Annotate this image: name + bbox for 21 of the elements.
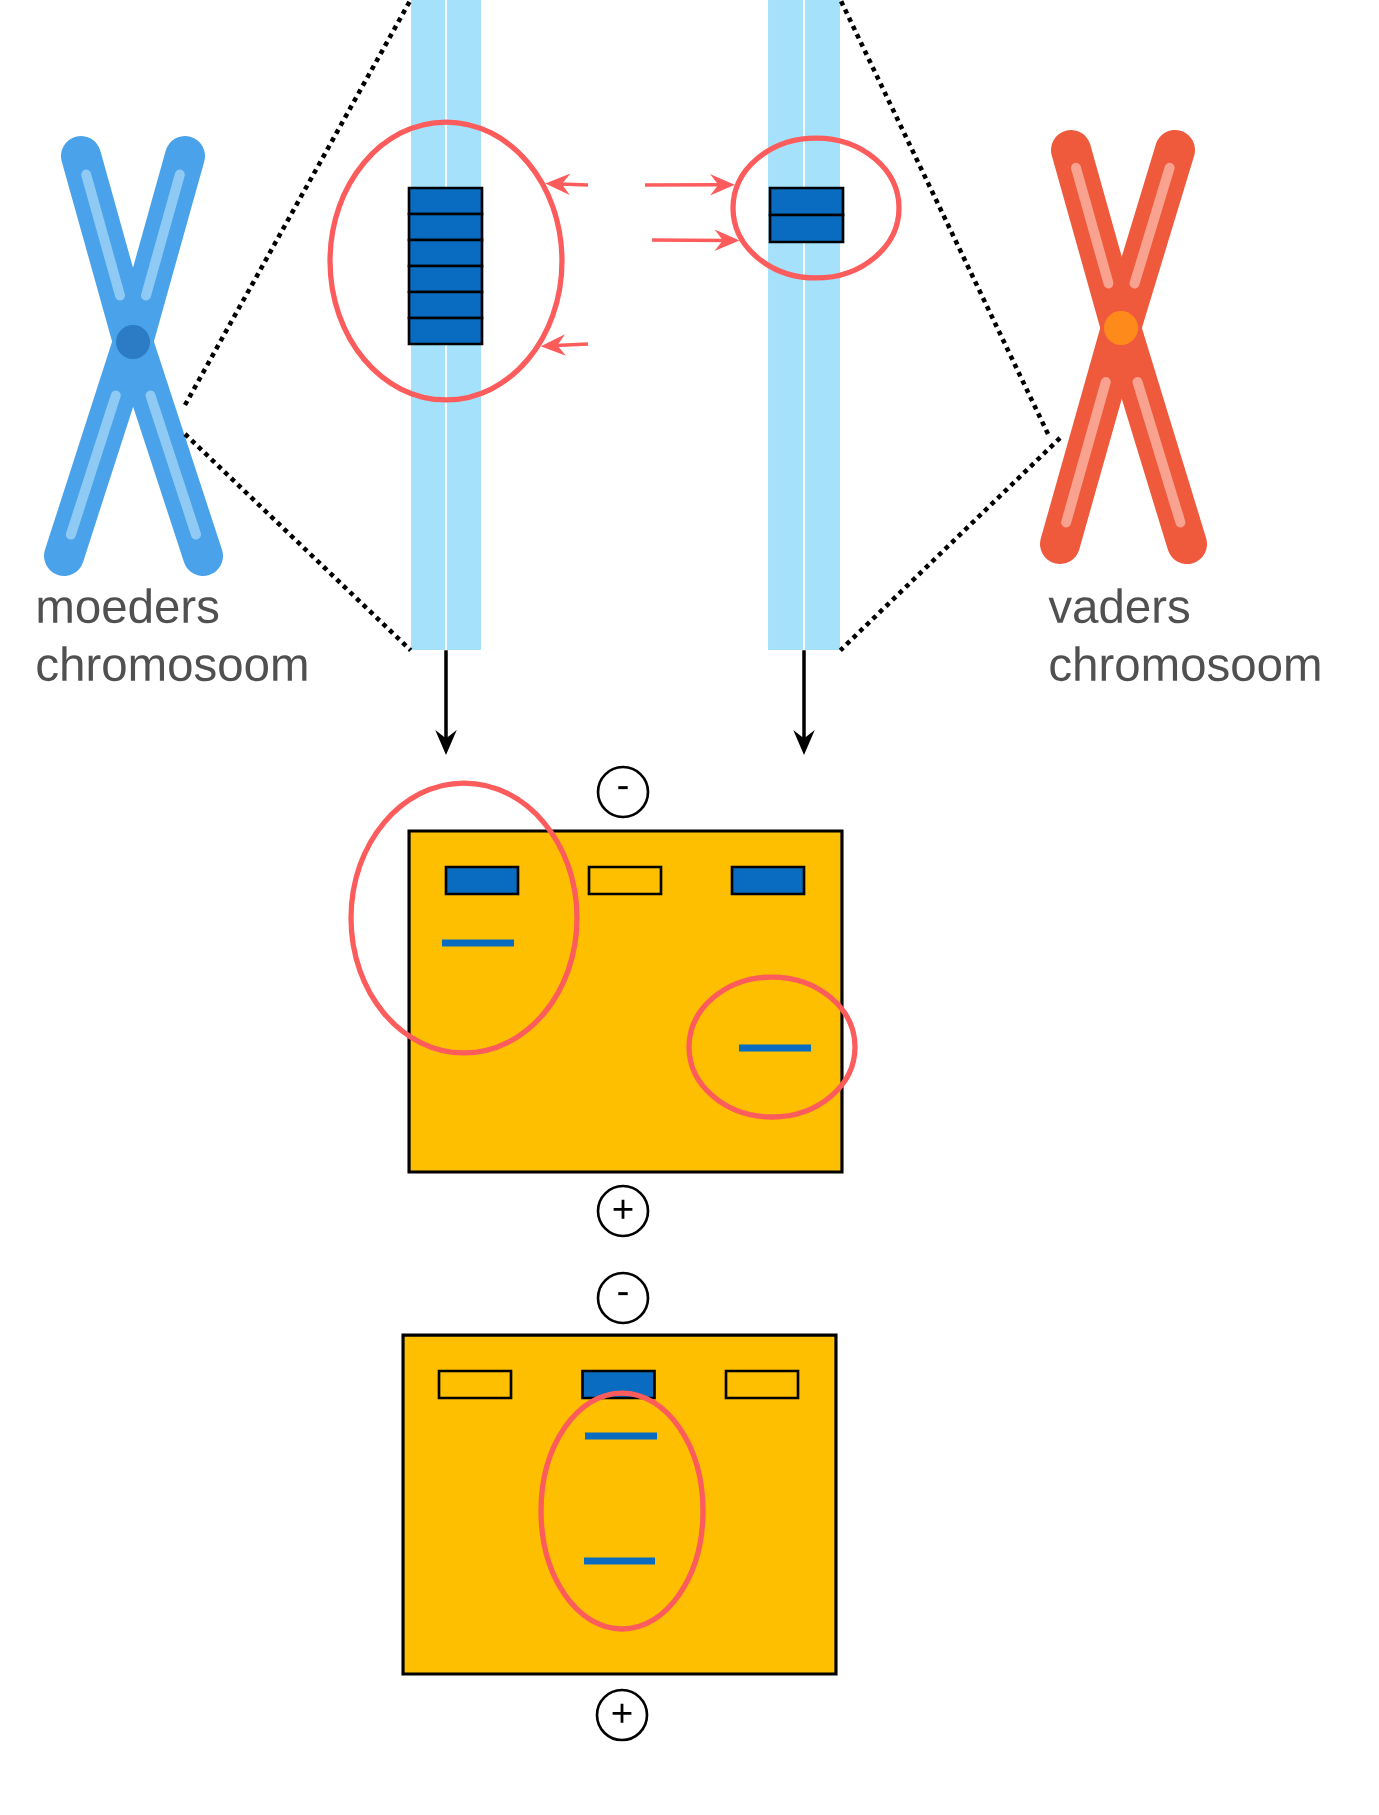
gel-well: [437, 1369, 513, 1400]
gel-well: [730, 865, 806, 896]
zoom-line: [183, 0, 413, 407]
highlight-ellipse: [327, 119, 565, 403]
gel-well: [587, 865, 663, 896]
chromosome-label: vaders chromosoom: [1048, 588, 1320, 682]
highlight-ellipse: [538, 1390, 706, 1632]
gel-well: [444, 865, 520, 896]
gel-box: [407, 829, 844, 1174]
highlight-ellipse: [686, 974, 858, 1120]
zoom-line: [183, 432, 413, 652]
chromosome-drawing: [1040, 130, 1207, 564]
highlight-ellipse: [730, 135, 902, 281]
chromosome-strip: [768, 0, 840, 651]
gel-well: [724, 1369, 800, 1400]
zoom-line: [838, 0, 1051, 435]
highlight-ellipse: [348, 780, 580, 1056]
chromosome-label: moeders chromosoom: [37, 588, 307, 682]
zoom-line: [838, 436, 1062, 652]
chromosome-drawing: [44, 136, 223, 576]
gel-box: [401, 1333, 838, 1676]
